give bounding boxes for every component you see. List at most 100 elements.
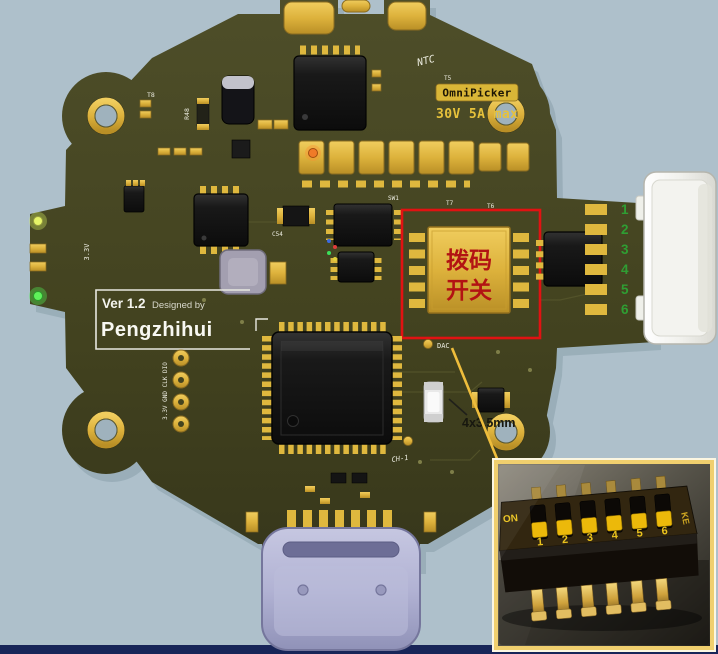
switch-shadow xyxy=(502,605,702,631)
label-3v3: 3.3V xyxy=(83,243,91,261)
switch-front-pins xyxy=(530,577,672,622)
chip-small-center-pad xyxy=(277,208,283,224)
inductor-top xyxy=(228,258,258,286)
title-block-frame xyxy=(95,289,250,350)
switch-side-label: KE xyxy=(679,511,691,525)
transistor-left xyxy=(123,185,145,213)
switch-num-6: 6 xyxy=(661,525,668,537)
top-edge-pads xyxy=(283,0,427,35)
pads-right-of-ic xyxy=(371,69,382,92)
switch-num-4: 4 xyxy=(611,529,619,542)
mcu-inner-edge xyxy=(280,340,384,436)
designed-by-label: Designed by xyxy=(152,300,205,311)
mounting-hole-bottom-left xyxy=(87,411,125,449)
connector-pin-3: 3 xyxy=(621,242,629,257)
label-t8: T8 xyxy=(147,91,155,99)
orange-led xyxy=(308,148,318,158)
inset-outer-border xyxy=(492,458,716,652)
mcu-chip xyxy=(271,331,393,445)
connector-pin-2: 2 xyxy=(621,222,629,237)
chip-center xyxy=(333,203,393,247)
mcu-pins xyxy=(262,322,402,454)
designer-name: Pengzhihui xyxy=(101,319,213,341)
label-swd-pads: 3.3V GND CLK DIO xyxy=(162,362,169,420)
chip-small-center xyxy=(282,205,310,227)
switch-num-1: 1 xyxy=(537,536,544,548)
switch-num-5: 5 xyxy=(636,527,643,539)
label-c54: C54 xyxy=(272,231,283,238)
switch-on-label: ON xyxy=(503,513,519,525)
callout-text-line2: 开关 xyxy=(446,277,492,304)
bottom-small-parts xyxy=(245,472,437,533)
ic-top-center xyxy=(293,55,367,131)
chip-br-pad xyxy=(472,392,478,408)
brand-rating: 30V 5A max xyxy=(436,107,518,122)
swd-pads xyxy=(172,349,190,433)
yellow-led xyxy=(33,216,43,226)
white-jst-connector xyxy=(635,171,717,345)
connector-pin-5: 5 xyxy=(621,282,629,297)
label-r48: R48 xyxy=(183,108,191,120)
callout-text-line1: 拨码 xyxy=(446,248,492,274)
left-arm-leds xyxy=(29,212,47,305)
ch1-pad xyxy=(403,436,413,446)
chip-small-center-pad xyxy=(309,208,315,224)
green-led xyxy=(33,291,43,301)
dip-switch-photo: ON KE 1 2 3 4 5 6 xyxy=(499,465,709,645)
connector-pin-1: 1 xyxy=(621,202,629,217)
ic-top-center-dimple xyxy=(302,114,308,120)
label-ch1: CH-1 xyxy=(391,454,409,464)
label-sw1: SW1 xyxy=(388,195,399,202)
dip-switch-footprint xyxy=(409,226,529,314)
ic-mid-left-dimple xyxy=(201,235,207,241)
left-arm-pad xyxy=(29,243,47,254)
chip-br-pad xyxy=(504,392,510,408)
mounting-hole-spec: 4x3.5mm xyxy=(462,416,516,430)
label-dac: DAC xyxy=(437,342,450,350)
capacitor-row xyxy=(298,140,530,175)
mcu-pin1-dimple xyxy=(287,415,299,427)
switch-num-3: 3 xyxy=(586,532,593,544)
mounting-hole-bottom-right xyxy=(487,413,525,451)
version-label: Ver 1.2 xyxy=(102,296,146,311)
transistor-left-pins xyxy=(126,180,145,186)
switch-front-face xyxy=(499,533,699,593)
chip-bottom-right xyxy=(477,387,505,413)
inset-photo: ON KE 1 2 3 4 5 6 xyxy=(492,458,716,652)
dac-pad xyxy=(423,339,433,349)
label-ntc: NTC xyxy=(415,54,436,69)
switch-back-pins xyxy=(531,475,667,502)
electrolytic-capacitor xyxy=(221,75,255,125)
switch-sliders xyxy=(529,493,673,540)
ic-mid-left xyxy=(193,193,249,247)
connector-pin-4: 4 xyxy=(621,262,629,277)
tiny-led-cluster xyxy=(327,239,337,261)
gold-component xyxy=(269,261,287,285)
brand-badge xyxy=(435,83,519,102)
switch-num-2: 2 xyxy=(561,534,568,546)
usb-c-opening xyxy=(282,541,400,558)
mcu-corner-mark xyxy=(255,318,268,331)
label-t7: T7 xyxy=(446,200,454,207)
usb-c-connector xyxy=(261,527,421,651)
mcu-glint xyxy=(281,341,383,351)
chip-right xyxy=(543,231,603,287)
dimension-leader-line xyxy=(448,398,468,416)
brand-badge-name: OmniPicker xyxy=(442,87,511,100)
pads-top-left xyxy=(139,99,289,156)
chip-small-topleft xyxy=(231,139,251,159)
label-t5: T5 xyxy=(444,75,452,82)
mounting-hole-top-left xyxy=(87,97,125,135)
resistor-r48-pad-bottom xyxy=(197,124,209,130)
label-t6: T6 xyxy=(487,203,495,210)
inset-leader-line xyxy=(450,347,502,467)
vias xyxy=(202,298,532,474)
dip-switch-body-edge xyxy=(431,230,507,310)
dip-switch-body-top xyxy=(427,226,511,314)
connector-pin-6: 6 xyxy=(621,302,629,317)
resistor-r48-pad-top xyxy=(197,98,209,104)
dip-switch-component: ON KE 1 2 3 4 5 6 xyxy=(499,475,699,622)
left-arm-pad xyxy=(29,261,47,272)
